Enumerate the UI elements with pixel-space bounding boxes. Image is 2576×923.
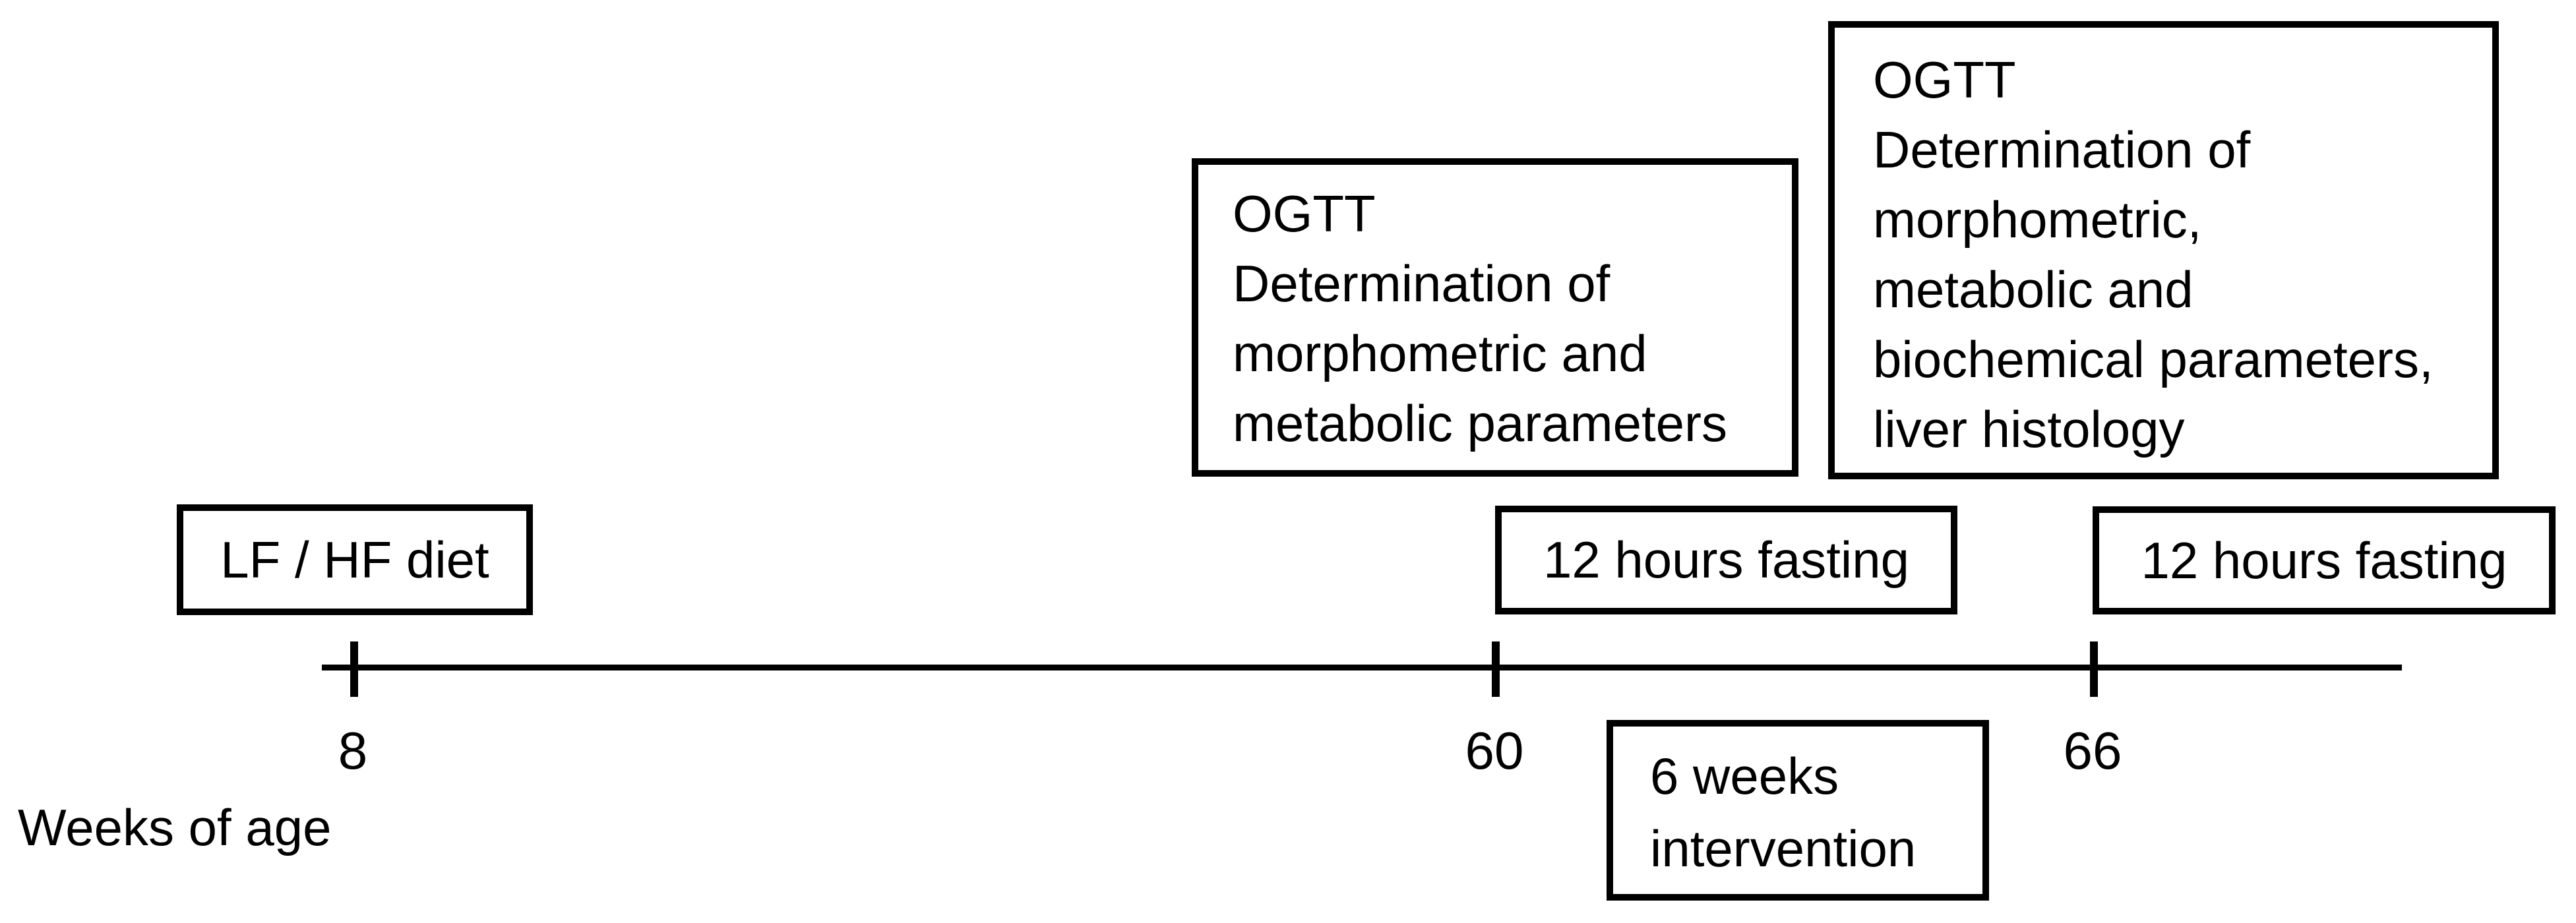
ogtt-week66-line: morphometric, <box>1873 191 2202 249</box>
timeline-tick-label-week60: 60 <box>1465 721 1524 780</box>
ogtt-week66-line: metabolic and <box>1873 260 2193 318</box>
timeline-axis <box>322 665 2402 670</box>
ogtt-week66-line: Determination of <box>1873 121 2251 179</box>
intervention-box: 6 weeks intervention <box>1607 720 1989 901</box>
axis-caption: Weeks of age <box>18 798 332 856</box>
fasting-week66-label: 12 hours fasting <box>2141 531 2507 589</box>
ogtt-week66-line: OGTT <box>1873 51 2016 109</box>
ogtt-week60-line: OGTT <box>1233 185 1376 243</box>
ogtt-week66-line: liver histology <box>1873 400 2185 458</box>
ogtt-week66-box: OGTT Determination of morphometric, meta… <box>1828 21 2499 479</box>
timeline-tick-label-week66: 66 <box>2063 721 2122 780</box>
timeline-tick-week66 <box>2090 641 2098 697</box>
fasting-week60-label: 12 hours fasting <box>1543 531 1910 589</box>
diet-box-label: LF / HF diet <box>220 530 489 589</box>
ogtt-week60-line: Determination of <box>1233 254 1610 313</box>
timeline-tick-week8 <box>350 641 358 697</box>
intervention-line: 6 weeks <box>1650 747 1839 805</box>
ogtt-week66-line: biochemical parameters, <box>1873 330 2434 388</box>
diet-box: LF / HF diet <box>177 504 533 615</box>
ogtt-week60-line: morphometric and <box>1233 324 1647 382</box>
timeline-tick-week60 <box>1492 641 1500 697</box>
intervention-line: intervention <box>1650 819 1917 878</box>
ogtt-week60-box: OGTT Determination of morphometric and m… <box>1192 158 1798 477</box>
timeline-tick-label-week8: 8 <box>338 721 368 780</box>
fasting-week66-box: 12 hours fasting <box>2093 506 2556 614</box>
fasting-week60-box: 12 hours fasting <box>1495 506 1957 614</box>
ogtt-week60-line: metabolic parameters <box>1233 394 1727 452</box>
